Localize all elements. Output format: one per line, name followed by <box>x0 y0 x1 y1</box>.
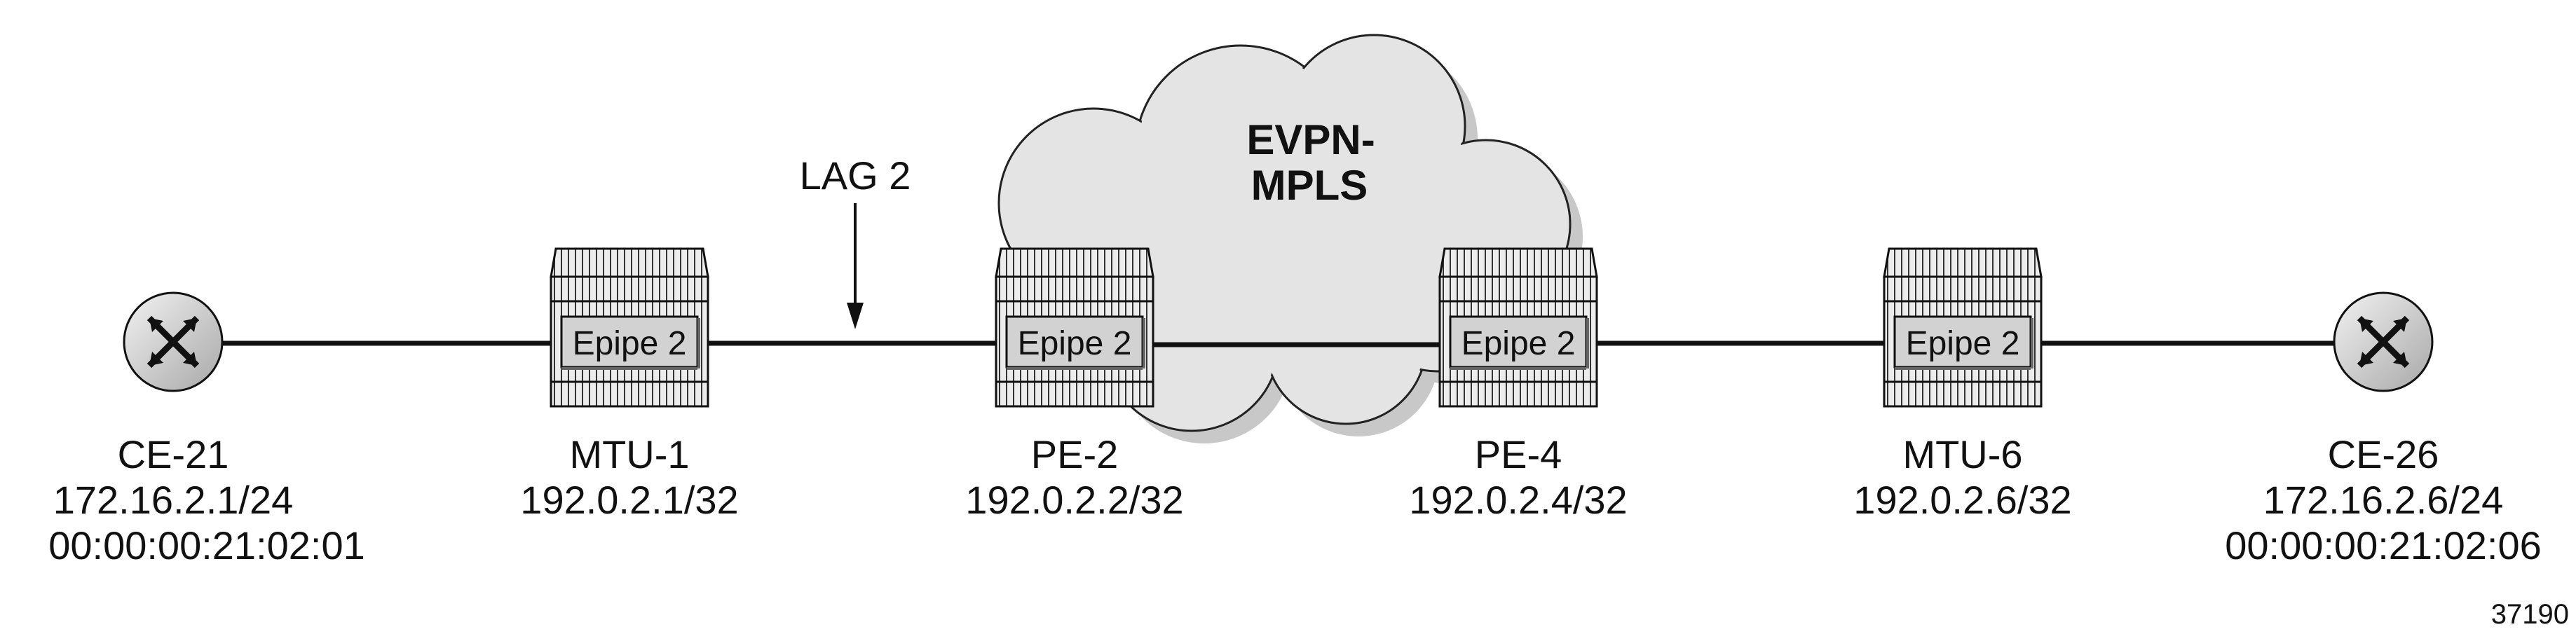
mtu6-ip: 192.0.2.6/32 <box>1853 478 2071 522</box>
ce26-name: CE-26 <box>2328 432 2439 476</box>
figure-id: 37190 <box>2491 599 2569 630</box>
mtu6-name: MTU-6 <box>1902 432 2022 476</box>
cloud-label-line1: EVPN- <box>1246 116 1375 163</box>
ce21-ip: 172.16.2.1/24 <box>53 478 294 522</box>
cloud-label-line2: MPLS <box>1251 162 1368 209</box>
mtu1-service-label: Epipe 2 <box>573 325 687 362</box>
lag-label: LAG 2 <box>800 153 911 198</box>
mtu6-service-label: Epipe 2 <box>1906 325 2020 362</box>
mtu1-ip: 192.0.2.1/32 <box>520 478 738 522</box>
pe2-service-label: Epipe 2 <box>1018 325 1132 362</box>
pe2-name: PE-2 <box>1031 432 1119 476</box>
ce21-router-icon <box>124 293 222 391</box>
pe2-ip: 192.0.2.2/32 <box>965 478 1183 522</box>
ce26-router-icon <box>2334 293 2432 391</box>
ce26-ip: 172.16.2.6/24 <box>2263 478 2504 522</box>
ce21-name: CE-21 <box>118 432 229 476</box>
links <box>221 340 2334 347</box>
pe4-ip: 192.0.2.4/32 <box>1409 478 1627 522</box>
ce21-mac: 00:00:00:21:02:01 <box>48 523 365 567</box>
pe4-service-label: Epipe 2 <box>1461 325 1576 362</box>
pe4-name: PE-4 <box>1475 432 1562 476</box>
mtu1-name: MTU-1 <box>569 432 689 476</box>
ce26-mac: 00:00:00:21:02:06 <box>2225 523 2542 567</box>
lag-arrow-head-icon <box>847 303 864 329</box>
